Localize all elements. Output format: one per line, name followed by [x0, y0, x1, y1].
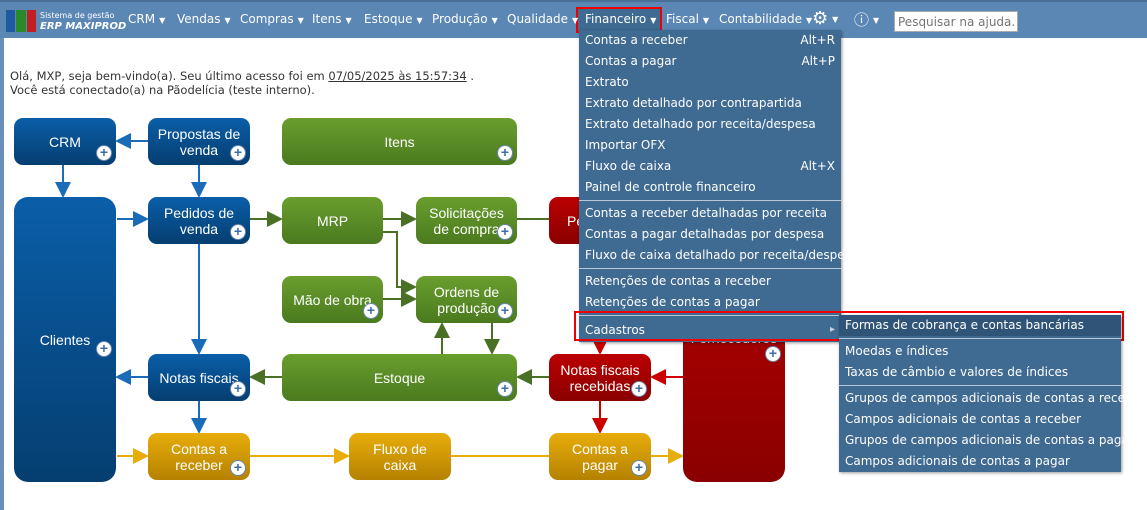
menu-qualidade[interactable]: Qualidade▼: [507, 12, 579, 26]
submenu-item-campos-pagar[interactable]: Campos adicionais de contas a pagar: [845, 454, 1070, 468]
plus-icon[interactable]: +: [631, 381, 647, 397]
notas-fiscais-box[interactable]: Notas fiscais+: [148, 354, 250, 401]
menu-item-extrato-contrapartida[interactable]: Extrato detalhado por contrapartida: [585, 96, 802, 110]
menu-item-receber-detalhadas[interactable]: Contas a receber detalhadas por receita: [585, 206, 827, 220]
estoque-box[interactable]: Estoque+: [282, 354, 517, 401]
plus-icon[interactable]: +: [497, 145, 513, 161]
mrp-box[interactable]: MRP: [282, 197, 383, 244]
submenu-item-grupos-pagar[interactable]: Grupos de campos adicionais de contas a …: [845, 433, 1134, 447]
propostas-box[interactable]: Propostas de venda+: [148, 118, 250, 165]
plus-icon[interactable]: +: [497, 303, 513, 319]
itens-box[interactable]: Itens+: [282, 118, 517, 165]
menu-financeiro[interactable]: Financeiro▼: [585, 12, 657, 26]
menu-contabilidade[interactable]: Contabilidade▼: [719, 12, 813, 26]
caret-down-icon: ▼: [224, 16, 231, 25]
clientes-box[interactable]: Clientes+: [14, 197, 116, 482]
fluxo-caixa-box[interactable]: Fluxo de caixa: [349, 433, 451, 480]
left-border: [0, 38, 4, 510]
caret-down-icon: ▼: [572, 16, 579, 25]
menu-compras[interactable]: Compras▼: [240, 12, 304, 26]
menu-separator: [579, 200, 841, 201]
caret-down-icon: ▼: [805, 16, 813, 25]
plus-icon[interactable]: +: [230, 381, 246, 397]
help-search-input[interactable]: [894, 11, 1018, 32]
menu-item-extrato[interactable]: Extrato: [585, 75, 629, 89]
plus-icon[interactable]: +: [363, 303, 379, 319]
plus-icon[interactable]: +: [96, 341, 112, 357]
logo-mark: [6, 10, 36, 32]
caret-down-icon: ▼: [159, 16, 166, 25]
notas-recebidas-box[interactable]: Notas fiscais recebidas+: [549, 354, 651, 401]
menu-item-pagar-detalhadas[interactable]: Contas a pagar detalhadas por despesa: [585, 227, 825, 241]
plus-icon[interactable]: +: [230, 145, 246, 161]
menu-crm[interactable]: CRM▼: [128, 12, 166, 26]
menu-separator: [839, 338, 1121, 339]
menu-item-cadastros[interactable]: Cadastros▸: [579, 318, 841, 342]
caret-down-icon: ▼: [345, 16, 352, 25]
ordens-box[interactable]: Ordens de produção+: [416, 276, 517, 323]
menu-vendas[interactable]: Vendas▼: [177, 12, 231, 26]
submenu-item-moedas[interactable]: Moedas e índices: [845, 344, 949, 358]
contas-pagar-box[interactable]: Contas a pagar+: [549, 433, 651, 480]
welcome-text: Olá, MXP, seja bem-vindo(a). Seu último …: [10, 69, 474, 97]
menu-item-extrato-receita-despesa[interactable]: Extrato detalhado por receita/despesa: [585, 117, 816, 131]
crm-box[interactable]: CRM+: [14, 118, 116, 165]
submenu-item-campos-receber[interactable]: Campos adicionais de contas a receber: [845, 412, 1082, 426]
menu-separator: [579, 315, 841, 316]
submenu-item-formas-cobranca[interactable]: Formas de cobrança e contas bancárias: [839, 315, 1121, 336]
contas-receber-box[interactable]: Contas a receber+: [148, 433, 250, 480]
caret-down-icon: ▼: [702, 16, 710, 25]
menu-fiscal[interactable]: Fiscal▼: [666, 12, 710, 26]
plus-icon[interactable]: +: [230, 460, 246, 476]
menu-estoque[interactable]: Estoque▼: [364, 12, 423, 26]
submenu-item-taxas-cambio[interactable]: Taxas de câmbio e valores de índices: [845, 365, 1069, 379]
menu-itens[interactable]: Itens▼: [312, 12, 352, 26]
plus-icon[interactable]: +: [765, 346, 781, 362]
plus-icon[interactable]: +: [497, 224, 513, 240]
plus-icon[interactable]: +: [96, 145, 112, 161]
menu-separator: [579, 268, 841, 269]
submenu-item-grupos-receber[interactable]: Grupos de campos adicionais de contas a …: [845, 391, 1145, 405]
caret-down-icon: ▼: [416, 16, 423, 25]
menu-item-importar-ofx[interactable]: Importar OFX: [585, 138, 666, 152]
menu-item-retencoes-receber[interactable]: Retenções de contas a receber: [585, 274, 771, 288]
menu-item-retencoes-pagar[interactable]: Retenções de contas a pagar: [585, 295, 760, 309]
brand-line1: Sistema de gestão: [40, 11, 115, 20]
menu-producao[interactable]: Produção▼: [432, 12, 498, 26]
caret-down-icon: ▼: [650, 16, 657, 25]
menu-item-painel[interactable]: Painel de controle financeiro: [585, 180, 756, 194]
last-access-link[interactable]: 07/05/2025 às 15:57:34: [328, 69, 467, 83]
menu-item-fluxo-detalhado[interactable]: Fluxo de caixa detalhado por receita/des…: [585, 248, 859, 262]
solicitacoes-box[interactable]: Solicitações de compra+: [416, 197, 517, 244]
plus-icon[interactable]: +: [497, 381, 513, 397]
cadastros-submenu: Formas de cobrança e contas bancárias Mo…: [839, 315, 1145, 472]
menu-separator: [839, 385, 1121, 386]
help-icon[interactable]: ⓘ▼: [854, 11, 880, 29]
plus-icon[interactable]: +: [230, 224, 246, 240]
plus-icon[interactable]: +: [631, 460, 647, 476]
gear-icon[interactable]: ⚙▼: [812, 8, 839, 29]
caret-down-icon: ▼: [297, 16, 304, 25]
brand-line2: ERP MAXIPROD: [40, 21, 127, 32]
pedidos-venda-box[interactable]: Pedidos de venda+: [148, 197, 250, 244]
mao-obra-box[interactable]: Mão de obra+: [282, 276, 383, 323]
caret-down-icon: ▼: [491, 16, 498, 25]
chevron-right-icon: ▸: [829, 324, 835, 335]
